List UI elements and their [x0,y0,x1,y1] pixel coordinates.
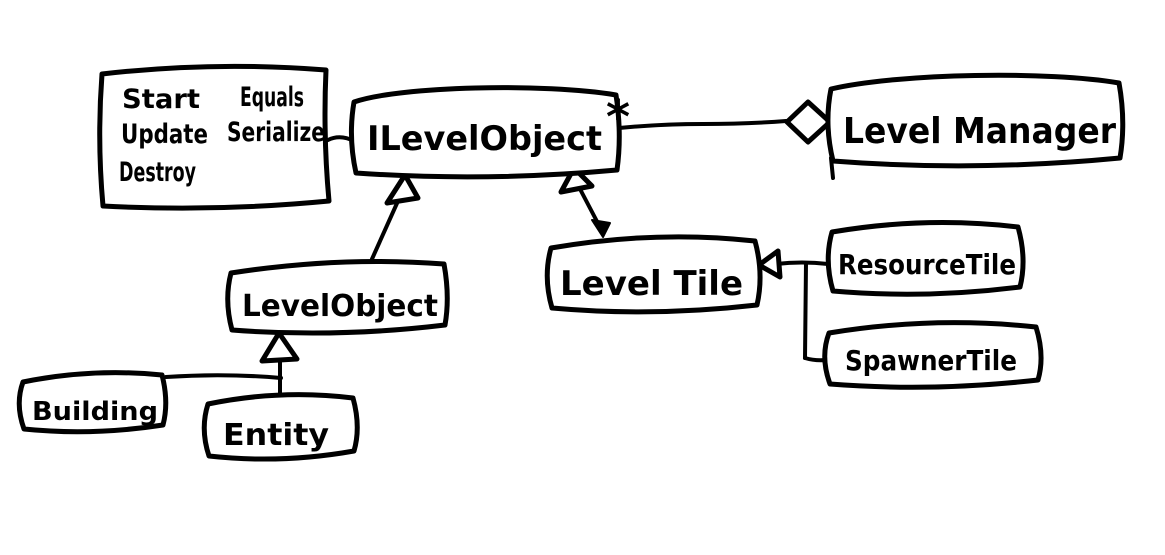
levelmanager-corner-overshoot [829,156,835,180]
multiplicity-star: * [606,90,630,144]
class-box-levelmanager: Level Manager [825,72,1126,180]
resourcetile-box-border [825,220,1026,297]
note-method-serialize: Serialize [227,117,325,148]
leveltile-label: Level Tile [560,264,743,304]
spawnertile-label: SpawnerTile [845,344,1017,377]
note-method-start: Start [122,84,200,115]
class-box-spawnertile: SpawnerTile [822,320,1044,390]
building-box-border [16,370,169,435]
note-method-update: Update [121,119,208,150]
inheritance-triangle-leveltile-right-icon [756,248,783,280]
entity-label: Entity [223,418,329,453]
resourcetile-connector-line [774,260,830,266]
inheritance-triangle-leveltile-icon [558,165,595,195]
inheritance-triangle-levelobject-bottom-icon [259,330,300,364]
note-method-destroy: Destroy [119,157,196,188]
ilevelobject-label: ILevelObject [367,119,602,159]
spawnertile-box-border [822,320,1044,390]
ilevelobject-box-border [348,85,622,180]
note-box: Start Equals Update Serialize Destroy [97,63,332,211]
levelobject-box-border [225,258,450,336]
inheritance-line-levelobject [370,199,400,261]
class-box-resourcetile: ResourceTile [825,220,1026,297]
class-box-ilevelobject: ILevelObject [348,85,622,180]
resourcetile-label: ResourceTile [838,248,1016,281]
class-box-building: Building [16,370,169,435]
levelobject-label: LevelObject [242,289,438,324]
aggregation-diamond-icon [784,99,833,145]
connectors [164,99,833,399]
building-label: Building [32,397,158,427]
leveltile-box-border [544,234,763,315]
building-connector-line [164,373,283,380]
arrowhead-leveltile-icon [591,219,611,238]
class-box-entity: Entity [201,392,360,462]
tile-trunk-line [803,261,808,360]
levelmanager-label: Level Manager [843,111,1116,152]
entity-box-border [201,392,360,462]
inheritance-triangle-levelobject-icon [384,172,421,206]
class-box-levelobject: LevelObject [225,258,450,336]
note-box-border [97,63,332,211]
class-box-leveltile: Level Tile [544,234,763,315]
aggregation-line [617,119,788,130]
note-method-equals: Equals [240,82,304,113]
